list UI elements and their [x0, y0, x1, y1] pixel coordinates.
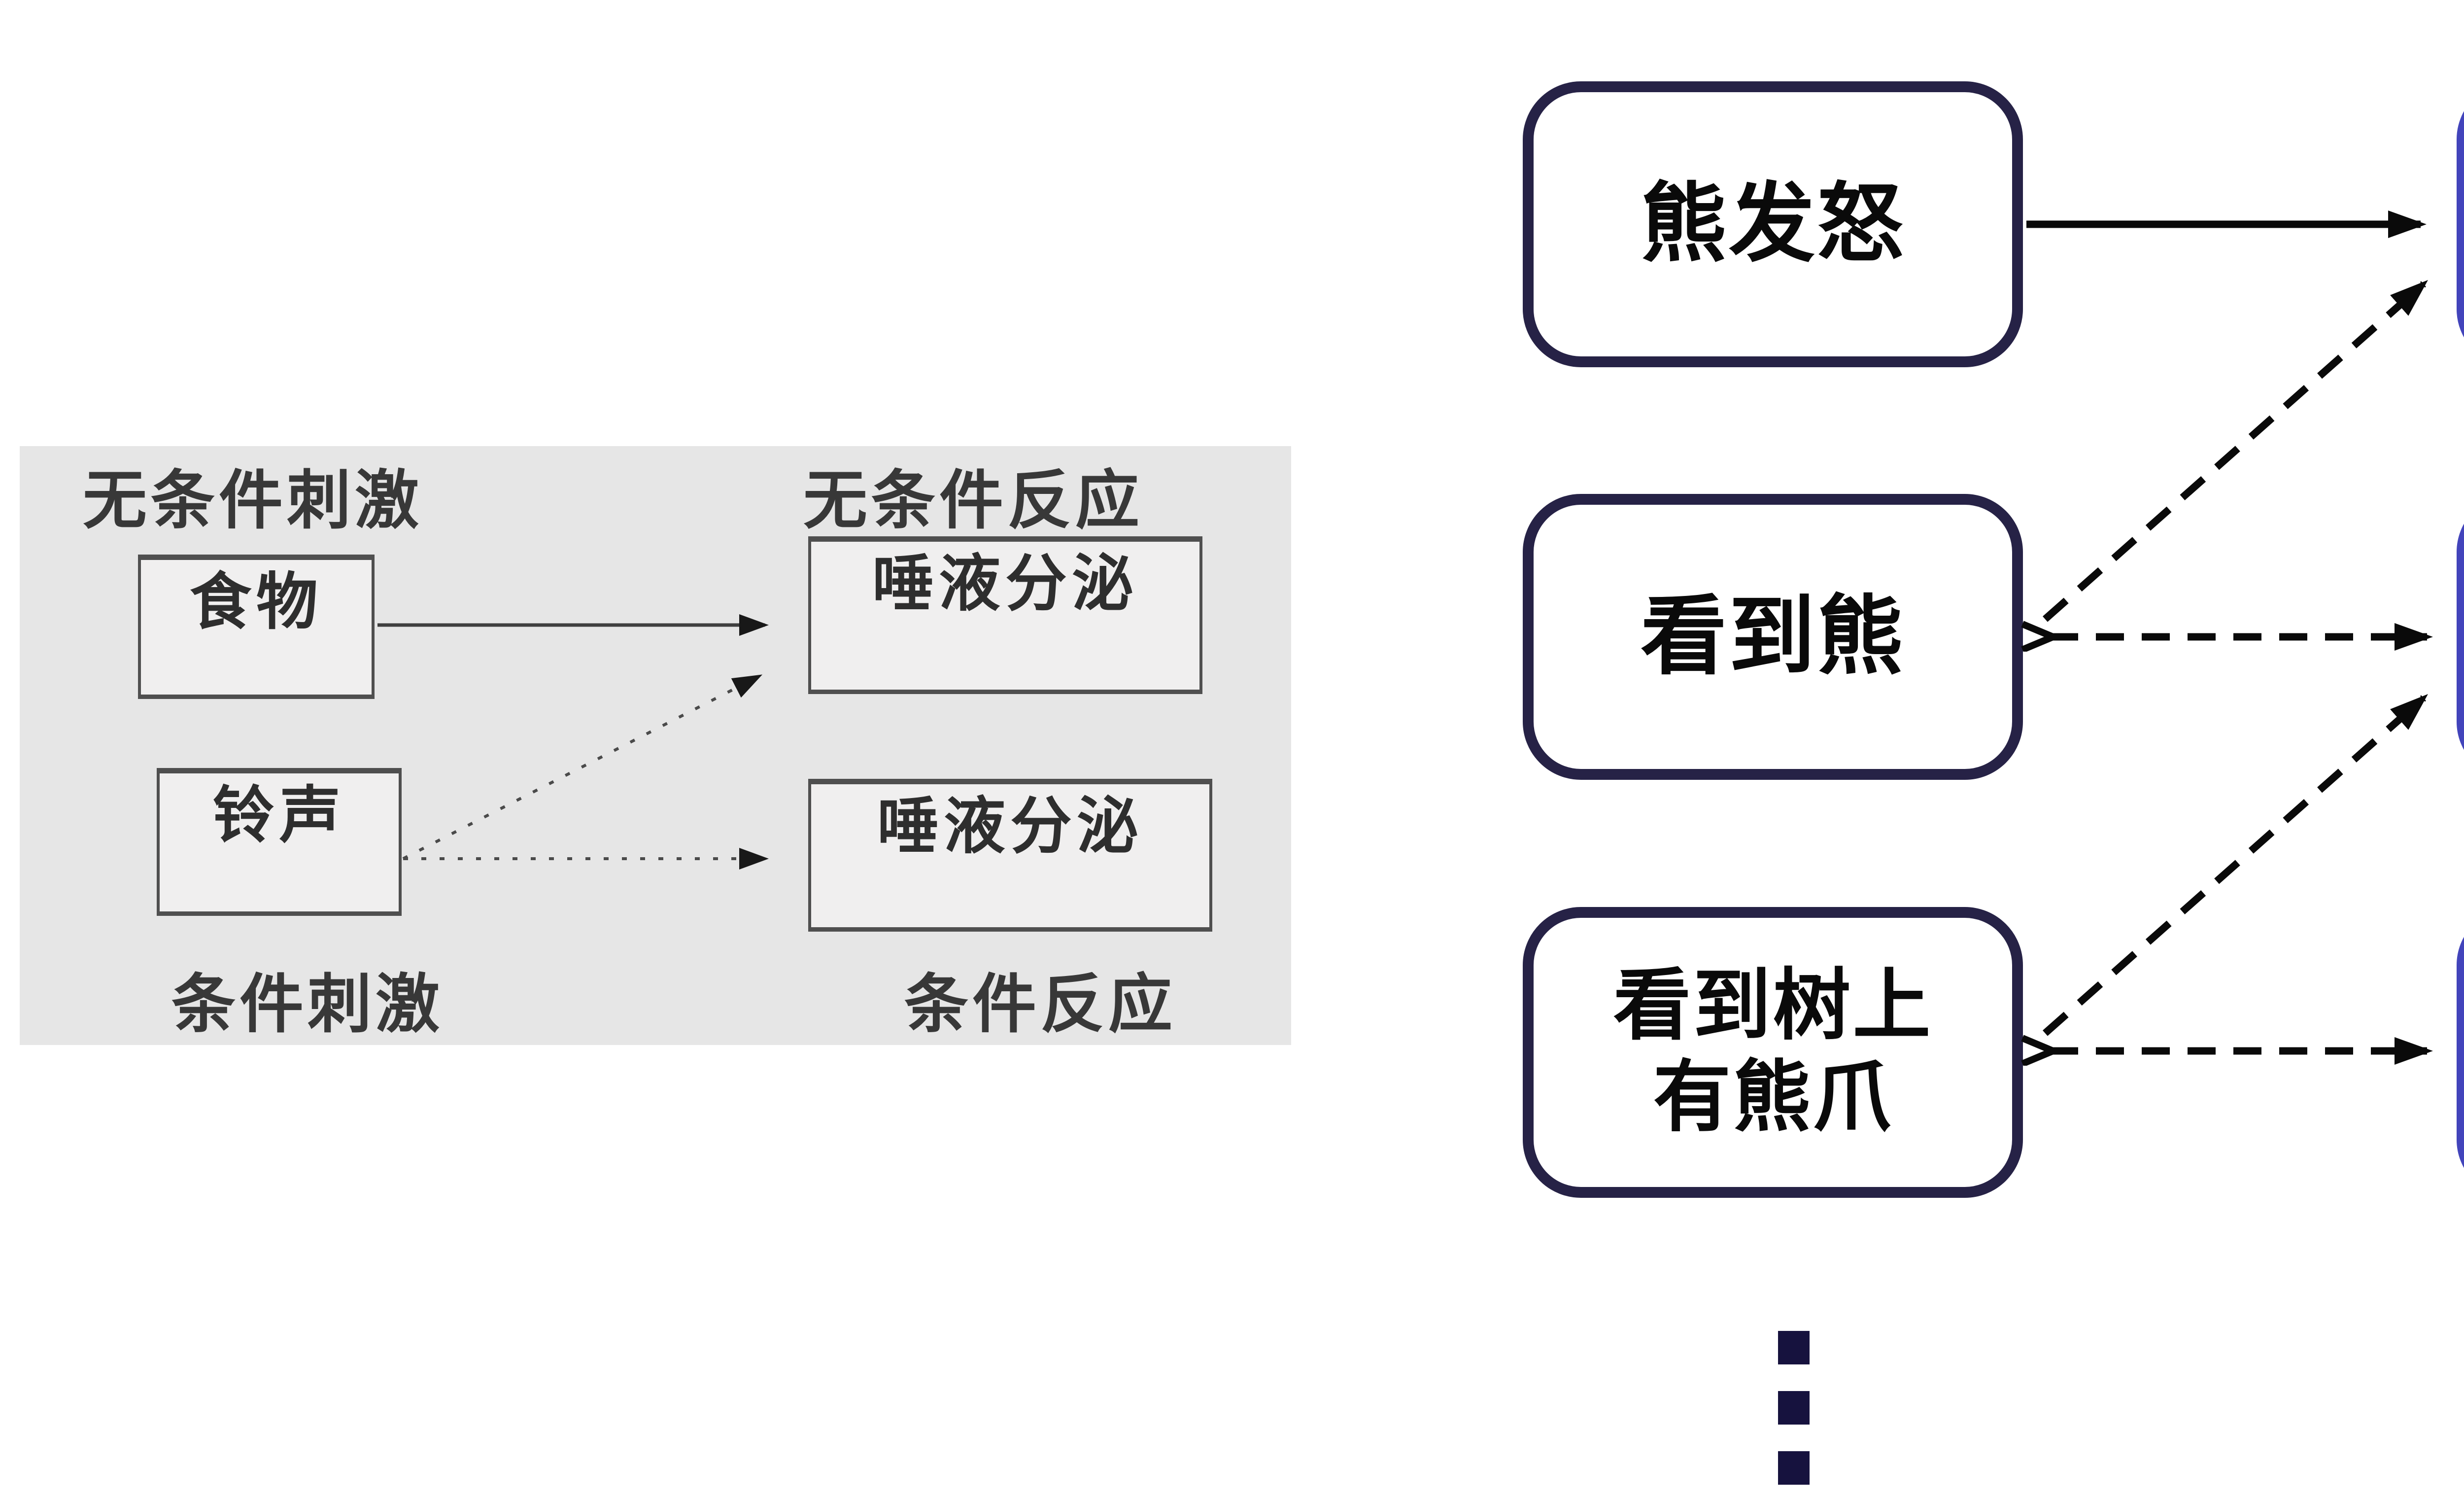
- node-see-bear: 看到熊: [1523, 494, 2023, 780]
- node-bear-angry-label: 熊发怒: [1641, 176, 1905, 272]
- box-salivation-bottom-label: 唾液分泌: [877, 792, 1143, 861]
- node-see-claw-marks-line2: 有熊爪: [1653, 1055, 1893, 1141]
- label-conditioned-stimulus: 条件刺激: [171, 968, 444, 1040]
- label-unconditioned-response: 无条件反应: [803, 464, 1144, 536]
- arrow-bell-to-unconditioned-salivation-dotted: [402, 674, 763, 860]
- box-food: 食物: [138, 555, 375, 699]
- node-bear-angry: 熊发怒: [1523, 81, 2023, 367]
- node-see-bear-label: 看到熊: [1641, 589, 1905, 685]
- ellipsis-left-dot-1: [1778, 1331, 1810, 1364]
- node-see-claw-marks-line1: 看到树上: [1613, 963, 1933, 1049]
- arrow-see-bear-to-reward-dashed: [2043, 280, 2428, 622]
- label-unconditioned-stimulus: 无条件刺激: [83, 464, 423, 536]
- node-see-claw-marks: 看到树上 有熊爪: [1523, 907, 2023, 1198]
- box-salivation-top: 唾液分泌: [808, 536, 1202, 694]
- box-salivation-top-label: 唾液分泌: [872, 550, 1138, 618]
- box-bell-label: 铃声: [212, 781, 346, 850]
- box-salivation-bottom: 唾液分泌: [808, 779, 1212, 932]
- arrow-claw-marks-to-value-s-prime-dashed: [2043, 694, 2428, 1036]
- ellipsis-left-dot-2: [1778, 1391, 1810, 1425]
- node-value-s-prime: V(s′): [2457, 494, 2464, 780]
- box-bell: 铃声: [157, 768, 402, 916]
- label-conditioned-response: 条件反应: [904, 968, 1177, 1040]
- box-food-label: 食物: [190, 568, 323, 636]
- ellipsis-left-dot-3: [1778, 1451, 1810, 1485]
